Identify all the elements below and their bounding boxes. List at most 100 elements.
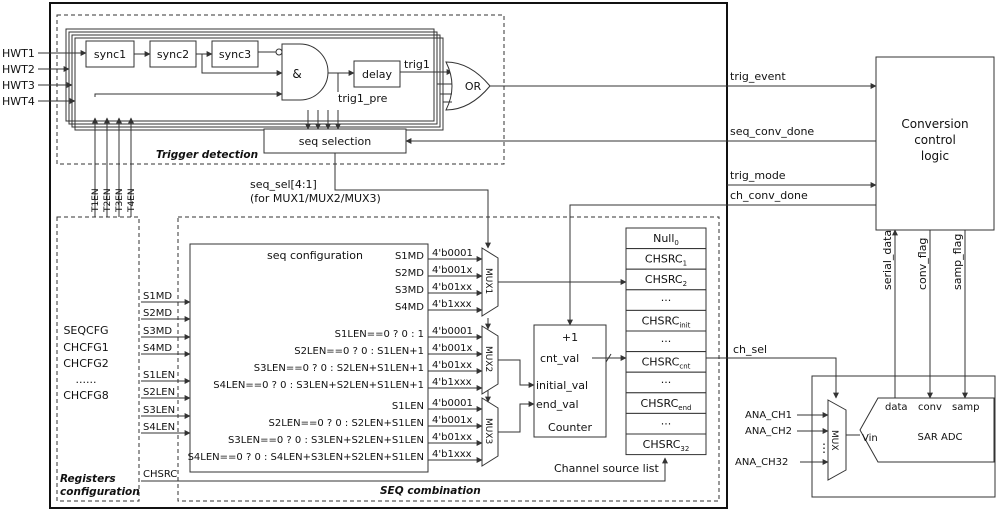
ch-sel-label: ch_sel xyxy=(733,343,767,356)
mux1-code-label: 4'b001x xyxy=(432,265,473,276)
reg-chcfg8: CHCFG8 xyxy=(63,389,108,402)
sync3-label: sync3 xyxy=(219,48,251,61)
mux3-code-label: 4'b01xx xyxy=(432,432,472,443)
delay-label: delay xyxy=(362,68,393,81)
seq-selection-label: seq selection xyxy=(299,135,371,148)
chsrc-item: ··· xyxy=(661,335,672,348)
ccl-line3: logic xyxy=(921,149,949,163)
mux3-label: MUX3 xyxy=(483,418,493,444)
trigger-detection-label: Trigger detection xyxy=(156,149,258,161)
seq-combination-label: SEQ combination xyxy=(380,485,481,497)
mux1-code-label: 4'b01xx xyxy=(432,282,472,293)
mux3-row-label: S2LEN==0 ? 0 : S2LEN+S1LEN xyxy=(269,418,425,429)
hwt4-label: HWT4 xyxy=(2,95,35,108)
trig-mode-label: trig_mode xyxy=(730,169,786,182)
chsrc-item: CHSRC2 xyxy=(645,273,687,288)
mux2-code-label: 4'b001x xyxy=(432,343,473,354)
chsrc-item: ··· xyxy=(661,294,672,307)
sig-s4md: S4MD xyxy=(143,343,172,354)
mux2-row-label: S1LEN==0 ? 0 : 1 xyxy=(335,329,424,340)
mux2-row-label: S4LEN==0 ? 0 : S3LEN+S2LEN+S1LEN+1 xyxy=(213,380,424,391)
registers-label-2: configuration xyxy=(60,486,140,498)
ccl-line2: control xyxy=(914,133,956,147)
sar-adc-label: SAR ADC xyxy=(917,432,962,443)
channel-source-list-label: Channel source list xyxy=(554,462,660,475)
sig-s2md: S2MD xyxy=(143,308,172,319)
reg-seqcfg: SEQCFG xyxy=(63,324,108,337)
ccl-line1: Conversion xyxy=(901,117,968,131)
ten-lines: T1EN T2EN T3EN T4EN xyxy=(91,118,137,217)
ana-ch2-label: ANA_CH2 xyxy=(745,426,792,437)
and-gate xyxy=(282,44,328,100)
adc-port-data: data xyxy=(885,402,908,413)
counter-cnt-val: cnt_val xyxy=(540,352,579,365)
trig1-label: trig1 xyxy=(404,58,430,71)
t1en-label: T1EN xyxy=(91,188,101,213)
sig-s3len: S3LEN xyxy=(143,405,175,416)
mux2-code-label: 4'b1xxx xyxy=(432,377,472,388)
reg-chcfg2: CHCFG2 xyxy=(63,357,108,370)
sync2-label: sync2 xyxy=(157,48,189,61)
mux1-row-label: S2MD xyxy=(395,268,424,279)
seq-sel-label: seq_sel[4:1] xyxy=(250,178,317,191)
ana-dots: ⋮ xyxy=(818,441,830,455)
seq-sel-note: (for MUX1/MUX2/MUX3) xyxy=(250,192,381,205)
t2en-label: T2EN xyxy=(103,188,113,213)
mux2-row-label: S2LEN==0 ? 0 : S1LEN+1 xyxy=(294,346,424,357)
mux2-code-label: 4'b0001 xyxy=(432,326,473,337)
mux3-code-label: 4'b1xxx xyxy=(432,449,472,460)
hwt-inputs: HWT1 HWT2 HWT3 HWT4 xyxy=(2,47,86,108)
ch-conv-done-label: ch_conv_done xyxy=(730,189,808,202)
sync1-label: sync1 xyxy=(94,48,126,61)
mux1-row-label: S3MD xyxy=(395,285,424,296)
t3en-label: T3EN xyxy=(115,188,125,213)
chsrc-item: ··· xyxy=(661,376,672,389)
sig-s3md: S3MD xyxy=(143,326,172,337)
channel-source-list: Null0CHSRC1CHSRC2···CHSRCinit···CHSRCcnt… xyxy=(626,228,706,455)
mux2-row-label: S3LEN==0 ? 0 : S2LEN+S1LEN+1 xyxy=(254,363,424,374)
conv-flag-label: conv_flag xyxy=(916,238,929,290)
sig-s4len: S4LEN xyxy=(143,422,175,433)
ana-ch32-label: ANA_CH32 xyxy=(735,457,788,468)
sig-s2len: S2LEN xyxy=(143,387,175,398)
mux3-row-label: S1LEN xyxy=(392,401,424,412)
serial-data-label: serial_data xyxy=(881,230,894,290)
counter-label: Counter xyxy=(548,421,592,434)
mux1-code-label: 4'b1xxx xyxy=(432,299,472,310)
trig-event-label: trig_event xyxy=(730,70,786,83)
adc-port-samp: samp xyxy=(952,402,979,413)
samp-flag-label: samp_flag xyxy=(951,234,964,290)
seq-conv-done-label: seq_conv_done xyxy=(730,125,814,138)
mux1-row-label: S4MD xyxy=(395,302,424,313)
registers-label-1: Registers xyxy=(60,473,116,485)
hwt2-label: HWT2 xyxy=(2,63,35,76)
sig-chsrc: CHSRC xyxy=(143,469,177,480)
counter-plus1: +1 xyxy=(562,331,578,344)
hwt1-label: HWT1 xyxy=(2,47,35,60)
seq-configuration-title: seq configuration xyxy=(267,249,363,262)
mux3-code-label: 4'b001x xyxy=(432,415,473,426)
mux2-code-label: 4'b01xx xyxy=(432,360,472,371)
mux3-row-label: S4LEN==0 ? 0 : S4LEN+S3LEN+S2LEN+S1LEN xyxy=(188,452,424,463)
chsrc-item: ··· xyxy=(661,417,672,430)
reg-chcfg1: CHCFG1 xyxy=(63,341,108,354)
mux3-row-label: S3LEN==0 ? 0 : S3LEN+S2LEN+S1LEN xyxy=(228,435,424,446)
adc-vin-label: Vin xyxy=(862,433,878,444)
chsrc-item: CHSRC1 xyxy=(645,253,687,268)
ana-ch1-label: ANA_CH1 xyxy=(745,410,792,421)
counter-initial-val: initial_val xyxy=(536,379,588,392)
hwt3-label: HWT3 xyxy=(2,79,35,92)
mux1-row-label: S1MD xyxy=(395,251,424,262)
adc-port-conv: conv xyxy=(918,402,942,413)
reg-ellipsis: ...... xyxy=(76,373,97,386)
sig-s1len: S1LEN xyxy=(143,370,175,381)
trig1-pre-label: trig1_pre xyxy=(338,92,388,105)
mux2-label: MUX2 xyxy=(483,346,493,372)
inverter-bubble xyxy=(276,49,282,55)
mux1-label: MUX1 xyxy=(483,268,493,294)
and-gate-label: & xyxy=(292,67,301,81)
t4en-label: T4EN xyxy=(127,188,137,213)
or-gate-label: OR xyxy=(465,80,482,93)
sig-s1md: S1MD xyxy=(143,291,172,302)
